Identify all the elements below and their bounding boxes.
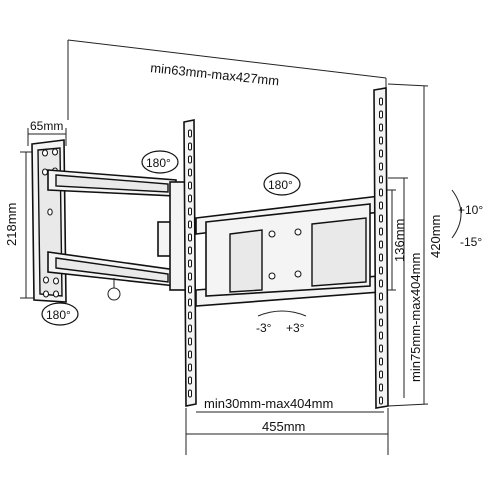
swivel-bottom-left-label: 180°: [46, 308, 71, 322]
bracket-slot: [188, 311, 192, 320]
level-minus-label: -3°: [256, 321, 272, 335]
bracket-slot: [188, 129, 192, 138]
bracket-slot: [188, 233, 192, 242]
total-width-label: 455mm: [262, 419, 305, 434]
vertical-range-label: min75mm-max404mm: [408, 253, 423, 382]
bracket-slot: [188, 259, 192, 268]
tilt-arc-icon: [451, 189, 462, 239]
bracket-slot: [379, 305, 383, 314]
bracket-slot: [379, 292, 383, 301]
bracket-slot: [188, 155, 192, 164]
bracket-slot: [188, 168, 192, 177]
wall-plate-hole: [53, 290, 59, 298]
bracket-slot: [188, 298, 192, 307]
level-arrow-icon: [257, 310, 307, 317]
wall-plate: [31, 139, 67, 303]
dimension-guides: [20, 39, 429, 455]
bracket-slot: [379, 370, 383, 379]
arm-hinge: [169, 181, 187, 291]
swivel-top-left-label: 180°: [146, 156, 171, 170]
horizontal-range-label: min30mm-max404mm: [204, 396, 333, 411]
bracket-slot: [188, 363, 192, 372]
rotation-top-left-icon: [141, 150, 179, 174]
bracket-slot: [379, 318, 383, 327]
bracket-slot: [379, 344, 383, 353]
rotation-center-icon: [263, 172, 301, 196]
bracket-slot: [188, 194, 192, 203]
top-range-line: [67, 39, 387, 79]
bracket-slot: [188, 142, 192, 151]
bracket-slot: [379, 149, 383, 158]
wall-plate-hole: [43, 290, 49, 298]
bracket-slot: [379, 383, 383, 392]
total-height-label: 420mm: [428, 215, 443, 258]
bracket-slot: [188, 324, 192, 333]
bracket-slot: [188, 389, 192, 398]
bracket-slot: [379, 396, 383, 405]
bracket-slot: [188, 285, 192, 294]
bracket-slot: [188, 272, 192, 281]
bracket-slot: [379, 253, 383, 262]
bracket-slot: [379, 279, 383, 288]
key-ring-icon: [107, 287, 121, 301]
bracket-slot: [188, 376, 192, 385]
wall-width-label: 65mm: [30, 119, 63, 133]
tilt-up-label: +10°: [458, 203, 483, 217]
bracket-holes: [188, 97, 383, 405]
bracket-slot: [188, 181, 192, 190]
bracket-slot: [379, 227, 383, 236]
rotation-bottom-left-icon: [41, 302, 79, 326]
top-range-label: min63mm-max427mm: [150, 60, 280, 88]
wall-height-label: 218mm: [4, 203, 19, 246]
wall-plate-hole: [42, 149, 48, 157]
bracket-slot: [379, 266, 383, 275]
bracket-slot: [379, 175, 383, 184]
bracket-slot: [379, 123, 383, 132]
bracket-slot: [379, 136, 383, 145]
rotation-indicators: [41, 150, 462, 326]
vertical-spacing-label: 136mm: [392, 219, 407, 262]
bracket-slot: [379, 357, 383, 366]
bracket-slot: [188, 207, 192, 216]
wall-plate-hole: [52, 148, 58, 156]
bracket-slot: [188, 350, 192, 359]
wall-plate-hole: [43, 276, 49, 284]
tv-plate: [195, 195, 381, 307]
bracket-slot: [379, 240, 383, 249]
bracket-slot: [188, 246, 192, 255]
bracket-slot: [379, 110, 383, 119]
tilt-down-label: -15°: [460, 235, 482, 249]
bracket-slot: [379, 97, 383, 106]
wall-plate-hole: [47, 208, 53, 216]
bracket-slot: [379, 188, 383, 197]
bracket-slot: [188, 337, 192, 346]
level-plus-label: +3°: [286, 321, 305, 335]
bracket-slot: [188, 220, 192, 229]
wall-plate-hole: [42, 168, 48, 176]
bracket-slot: [379, 162, 383, 171]
swing-arms: [47, 169, 187, 301]
bracket-slot: [379, 201, 383, 210]
bracket-slot: [379, 214, 383, 223]
wall-plate-hole: [53, 277, 59, 285]
bracket-slot: [379, 331, 383, 340]
swivel-center-label: 180°: [268, 178, 293, 192]
